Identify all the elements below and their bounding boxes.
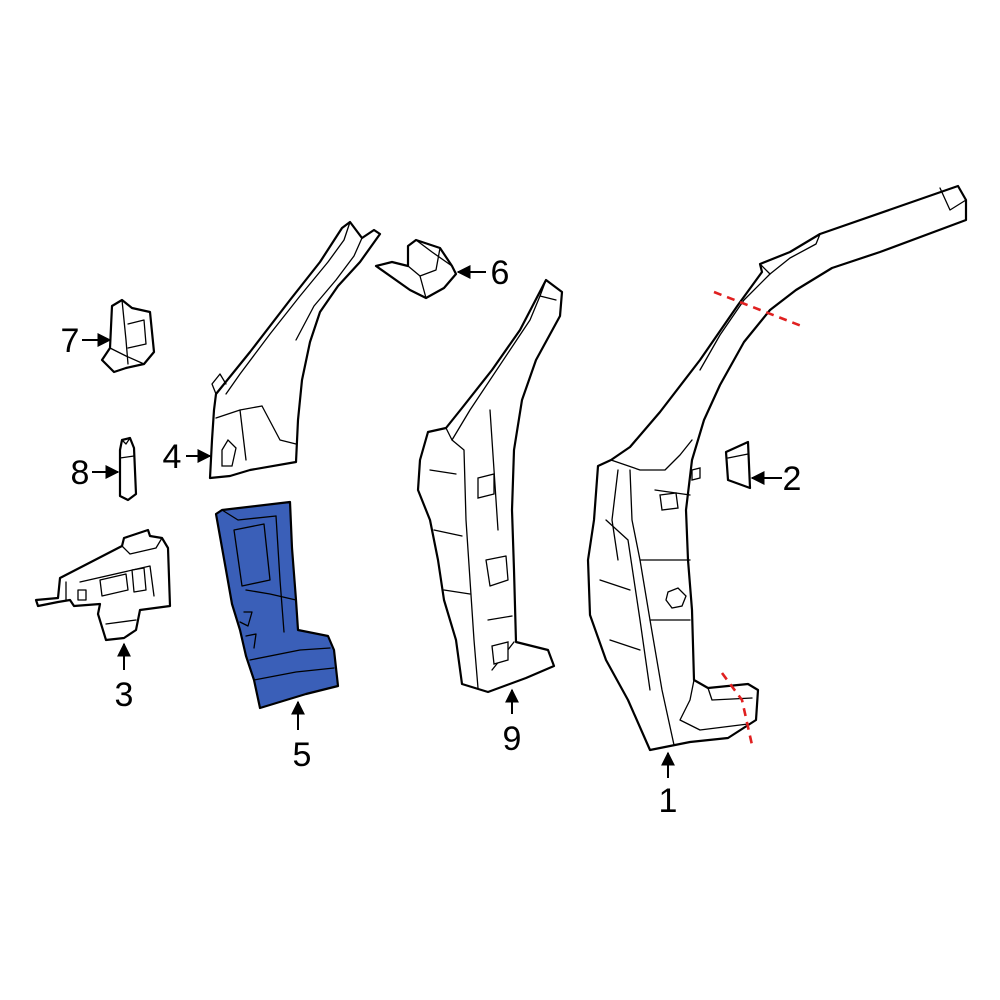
callout-4-label: 4 <box>163 438 182 476</box>
cut-line-lower <box>720 672 754 746</box>
callout-8-label: 8 <box>71 454 90 492</box>
callout-6-label: 6 <box>491 254 510 292</box>
part-4-upper-pillar[interactable] <box>208 220 382 480</box>
part-3-lower-bracket[interactable] <box>34 528 172 642</box>
part-5-body[interactable] <box>214 500 340 710</box>
callout-5-label: 5 <box>293 736 312 774</box>
part-7-bracket[interactable] <box>100 298 156 374</box>
cut-line-upper <box>713 290 805 329</box>
callout-7-label: 7 <box>61 322 80 360</box>
part-2-bracket[interactable] <box>724 440 752 490</box>
callout-1-label: 1 <box>659 782 678 820</box>
part-6-bracket[interactable] <box>374 238 458 300</box>
part-8-pin[interactable] <box>118 436 138 502</box>
callout-9-label: 9 <box>503 720 522 758</box>
part-5-reinforcement[interactable] <box>214 500 340 710</box>
part-1-pillar[interactable] <box>586 184 968 752</box>
callout-3-label: 3 <box>115 676 134 714</box>
callout-2-label: 2 <box>783 460 802 498</box>
part-9-inner-pillar[interactable] <box>416 278 564 694</box>
